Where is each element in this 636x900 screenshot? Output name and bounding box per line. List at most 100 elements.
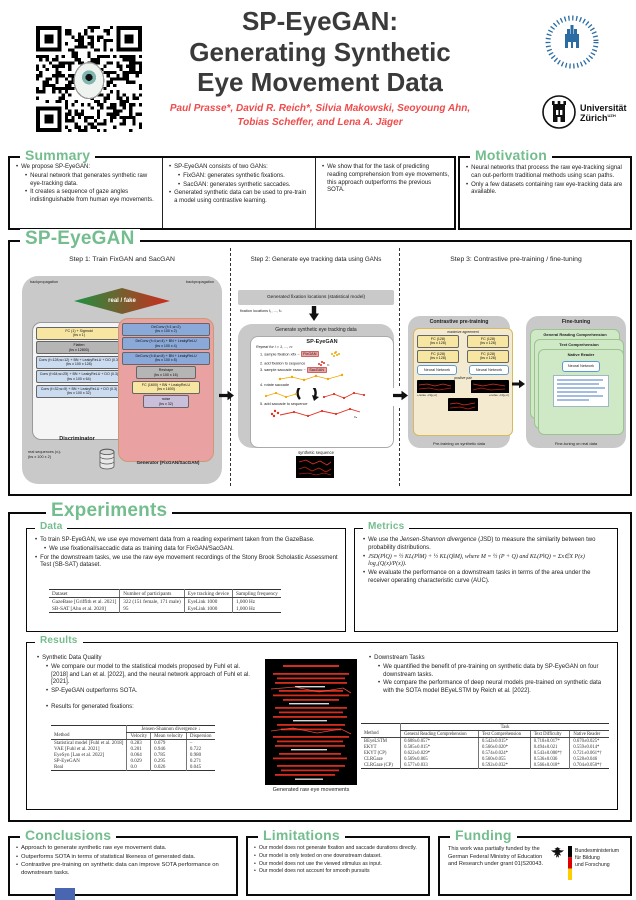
- authors: Paul Prasse*, David R. Reich*, Silvia Ma…: [110, 102, 530, 129]
- eagle-icon: [550, 846, 565, 866]
- bmbf-logo: Bundesministerium für Bildung und Forsch…: [550, 846, 619, 885]
- data-title: Data: [35, 522, 68, 532]
- sacgan-chip: SacGAN: [306, 366, 327, 373]
- jsd-formula: JSD(P‖Q) = ½ KL(P‖M) + ½ KL(Q‖M), where …: [368, 553, 585, 568]
- procedure-step-2: 2. add fixation to sequence xᵢ: [260, 359, 388, 368]
- results-bullet: We compare our model to the statistical …: [51, 663, 250, 686]
- spgan-section: SP-EyeGAN Step 1: Train FixGAN and SacGA…: [8, 229, 632, 496]
- uzh-logo: Universität ZürichUZH: [542, 92, 634, 136]
- limitations-bullet: Our model is only tested on one downstre…: [258, 852, 382, 859]
- arrow-right-icon: [219, 388, 234, 406]
- summary-col-2: •SP-EyeGAN consists of two GANs: •FixGAN…: [162, 158, 315, 228]
- real-sequences-label: real sequences (xᵢ)ᵢ(bs x 100 x 2): [28, 450, 61, 459]
- conclusions-bullet: Approach to generate synthetic raw eye m…: [21, 845, 167, 851]
- title-line-3: Eye Movement Data: [197, 67, 443, 98]
- limitations-bullet: Our model does not account for smooth pu…: [258, 868, 370, 875]
- limitations-title: Limitations: [258, 828, 345, 842]
- divider-dashed-right: [399, 248, 400, 486]
- metrics-bullet: We evaluate the performance on a downstr…: [368, 570, 591, 584]
- trace-thumb: [417, 380, 455, 394]
- spgan-procedure-box: SP-EyeGAN Repeat for i = 1, ..., n: 1. s…: [250, 336, 394, 448]
- footer-mark: [55, 888, 75, 900]
- divider-dashed-left: [230, 248, 231, 486]
- summary-title: Summary: [20, 148, 96, 162]
- funding-body: This work was partially funded by the Ge…: [440, 838, 630, 885]
- positive-pair-label: positive pair: [454, 376, 472, 381]
- results-title: Results: [35, 636, 83, 646]
- data-body: •To train SP-EyeGAN, we use eye movement…: [35, 537, 338, 569]
- motivation-bullet: Only a few datasets containing raw eye-t…: [471, 181, 623, 196]
- motivation-body: •Neural networks that process the raw ey…: [460, 158, 630, 200]
- summary-bullet: Generated synthetic data can be used to …: [174, 190, 307, 205]
- motivation-title: Motivation: [470, 148, 552, 162]
- metrics-title: Metrics: [363, 522, 410, 532]
- procedure-step-1: 1. sample fixation xfix ~ FixGAN: [260, 350, 388, 359]
- results-bullet: We compare the performance of deep neura…: [383, 680, 602, 695]
- conclusions-title: Conclusions: [20, 828, 117, 842]
- summary-bullet: It creates a sequence of gaze angles ind…: [30, 189, 154, 204]
- rotate-saccade-plot: [264, 387, 366, 401]
- bmbf-line-2: für Bildung: [575, 854, 600, 861]
- qr-code-icon: [36, 26, 142, 132]
- potsdam-logo-icon: [544, 12, 600, 74]
- summary-bullet: SP-EyeGAN consists of two GANs:: [174, 164, 268, 170]
- limitations-body: •Our model does not generate fixation an…: [254, 845, 417, 875]
- bmbf-line-1: Bundesministerium: [575, 848, 620, 854]
- svg-text:xᵢ: xᵢ: [327, 363, 330, 367]
- repeat-label: Repeat for i = 1, ..., n:: [256, 345, 293, 349]
- step1-diagram: backpropagation backpropagation real / f…: [22, 276, 222, 484]
- noise-label-left: +noise ~N(μ,σ): [417, 393, 438, 398]
- arrow-right-icon: [393, 388, 408, 406]
- procedure-step-5: 5. add saccade to sequence: [260, 401, 308, 406]
- fixgan-chip: FixGAN: [300, 351, 319, 358]
- conclusions-section: Conclusions •Approach to generate synthe…: [8, 828, 238, 896]
- generator-label: Generator (FixGAN/SacGAN): [136, 460, 200, 465]
- summary-section: Summary •We propose SP-EyeGAN: •Neural n…: [8, 148, 456, 230]
- real-fake-diamond: real / fake: [74, 288, 170, 314]
- results-box: Results •Synthetic Data Quality •We comp…: [26, 636, 618, 810]
- experiments-section: Experiments Data •To train SP-EyeGAN, we…: [8, 501, 632, 822]
- eye-icon: [73, 61, 105, 100]
- results-right-column: •Downstream Tasks •We quantified the ben…: [369, 655, 607, 697]
- arrow-right-icon: [512, 376, 525, 394]
- finetuning-container: Fine-tuning General Reading Comprehensio…: [526, 316, 626, 448]
- noise-label-right: +noise ~N(μ,σ): [488, 393, 509, 398]
- conclusions-body: •Approach to generate synthetic raw eye …: [10, 838, 236, 877]
- german-flag-icon: [568, 846, 572, 885]
- statistical-model-box: Generated fixation locations (statistica…: [238, 290, 394, 305]
- uzh-word-2: Zürich: [580, 113, 608, 123]
- fixation-locations-label: fixation locations f₁, ..., fₙ: [240, 309, 282, 313]
- funding-title: Funding: [450, 828, 517, 842]
- procedure-step-3: 3. sample saccade xsacc ~ SacGAN: [260, 366, 388, 373]
- neural-network-box: Neural Network: [562, 361, 600, 372]
- qr-finder: [36, 26, 142, 132]
- generator-box: DeConv (f=1,w=2)(bs x 100 x 2) DeConv (f…: [118, 318, 214, 462]
- finetuning-caption: Fine-tuning on real data: [554, 441, 598, 446]
- table-row: GazeBase [Griffith et al. 2021]322 (151 …: [49, 597, 281, 605]
- summary-bullet: Neural network that generates synthetic …: [30, 172, 148, 187]
- synthetic-sequence-image: [296, 456, 334, 478]
- database-icon: [98, 448, 116, 475]
- step1-header: Step 1: Train FixGAN and SacGAN: [69, 256, 175, 263]
- limitations-bullet: Our model does not use the viewed stimul…: [258, 860, 382, 867]
- synthetic-sequence-caption: synthetic sequence: [298, 450, 334, 455]
- fixation-cluster-plot: [331, 350, 340, 357]
- backprop-label-right: backpropagation: [185, 280, 214, 284]
- experiments-title: Experiments: [46, 501, 173, 520]
- authors-line-1: Paul Prasse*, David R. Reich*, Silvia Ma…: [169, 103, 471, 114]
- funding-text: This work was partially funded by the Ge…: [448, 846, 544, 868]
- uzh-word-1: Universität: [580, 103, 627, 114]
- results-bullet: We quantified the benefit of pre-trainin…: [383, 663, 599, 678]
- metrics-body: •We use the Jensen-Shannon divergence (J…: [355, 529, 617, 586]
- summary-col-3: •We show that for the task of predicting…: [315, 158, 454, 228]
